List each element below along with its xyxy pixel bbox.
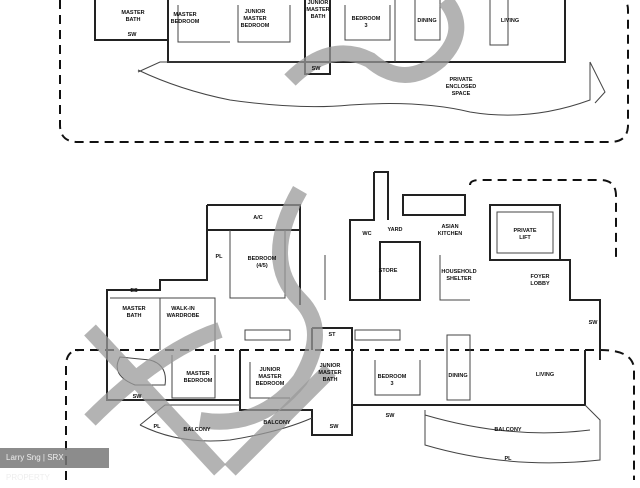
room-label: SPACE	[452, 91, 471, 97]
photo-credit: Larry Sng | SRX PROPERTY	[0, 448, 109, 482]
room-label: SW	[312, 66, 322, 72]
room-label: DINING	[448, 373, 467, 379]
room-label: SHELTER	[446, 276, 471, 282]
upper-room-labels: MASTER BATH SW MASTER BEDROOM JUNIOR MAS…	[121, 0, 519, 97]
room-label: 3	[364, 23, 367, 29]
room-label: PL	[153, 424, 161, 430]
room-label: BEDROOM	[184, 378, 213, 384]
room-label: PRIVATE	[449, 77, 472, 83]
room-label: BATH	[127, 313, 142, 319]
room-label: A/C	[253, 215, 263, 221]
room-label: (4/5)	[256, 263, 267, 269]
room-label: BALCONY	[263, 420, 291, 426]
room-label: MASTER	[318, 370, 341, 376]
room-label: KITCHEN	[438, 231, 462, 237]
room-label: HOUSEHOLD	[441, 269, 476, 275]
room-label: LIFT	[519, 235, 531, 241]
room-label: PRIVATE	[513, 228, 536, 234]
upper-floor-plan	[59, 0, 629, 143]
room-label: YARD	[387, 227, 402, 233]
room-label: BATH	[126, 17, 141, 23]
room-label: WARDROBE	[167, 313, 200, 319]
room-label: SW	[128, 32, 138, 38]
room-label: ENCLOSED	[446, 84, 477, 90]
room-label: JUNIOR	[308, 0, 329, 6]
room-label: MASTER	[121, 10, 144, 16]
room-label: BATH	[323, 377, 338, 383]
room-label: PL	[215, 254, 223, 260]
room-label: BALCONY	[494, 427, 522, 433]
room-label: WALK-IN	[171, 306, 195, 312]
room-label: BEDROOM	[248, 256, 277, 262]
room-label: JUNIOR	[260, 367, 281, 373]
room-label: STORE	[379, 268, 398, 274]
room-label: DINING	[417, 18, 436, 24]
room-label: MASTER	[243, 16, 266, 22]
room-label: SW	[589, 320, 599, 326]
room-label: MASTER	[258, 374, 281, 380]
room-label: ES	[130, 288, 138, 294]
room-label: BEDROOM	[378, 374, 407, 380]
room-label: BEDROOM	[256, 381, 285, 387]
room-label: ST	[328, 332, 336, 338]
room-label: LIVING	[501, 18, 519, 24]
room-label: BALCONY	[183, 427, 211, 433]
room-label: 3	[390, 381, 393, 387]
room-label: BEDROOM	[352, 16, 381, 22]
room-label: JUNIOR	[245, 9, 266, 15]
srx-watermark	[84, 0, 465, 476]
room-label: PL	[504, 456, 512, 462]
lower-floor-plan	[65, 171, 635, 480]
room-label: MASTER	[122, 306, 145, 312]
room-label: FOYER	[531, 274, 550, 280]
room-label: LIVING	[536, 372, 554, 378]
room-label: MASTER	[306, 7, 329, 13]
room-label: WC	[362, 231, 371, 237]
room-label: SW	[386, 413, 396, 419]
room-label: LOBBY	[530, 281, 550, 287]
room-label: JUNIOR	[320, 363, 341, 369]
room-label: MASTER	[173, 12, 196, 18]
room-label: BATH	[311, 14, 326, 20]
room-label: BEDROOM	[241, 23, 270, 29]
room-label: ASIAN	[441, 224, 458, 230]
room-label: SW	[330, 424, 340, 430]
room-label: BEDROOM	[171, 19, 200, 25]
room-label: MASTER	[186, 371, 209, 377]
lower-room-labels: A/C PL BEDROOM (4/5) WC YARD ASIAN KITCH…	[122, 215, 598, 462]
room-label: SW	[133, 394, 143, 400]
